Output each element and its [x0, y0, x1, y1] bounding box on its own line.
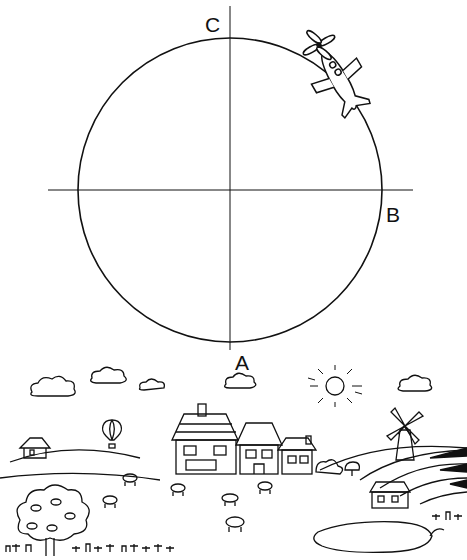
point-label: C	[205, 14, 220, 35]
point-label: A	[235, 352, 249, 373]
point-label: B	[386, 204, 400, 225]
horizontal-axis	[48, 190, 413, 191]
airplane	[287, 16, 380, 124]
landscape	[0, 365, 467, 556]
vertical-axis	[230, 6, 231, 350]
